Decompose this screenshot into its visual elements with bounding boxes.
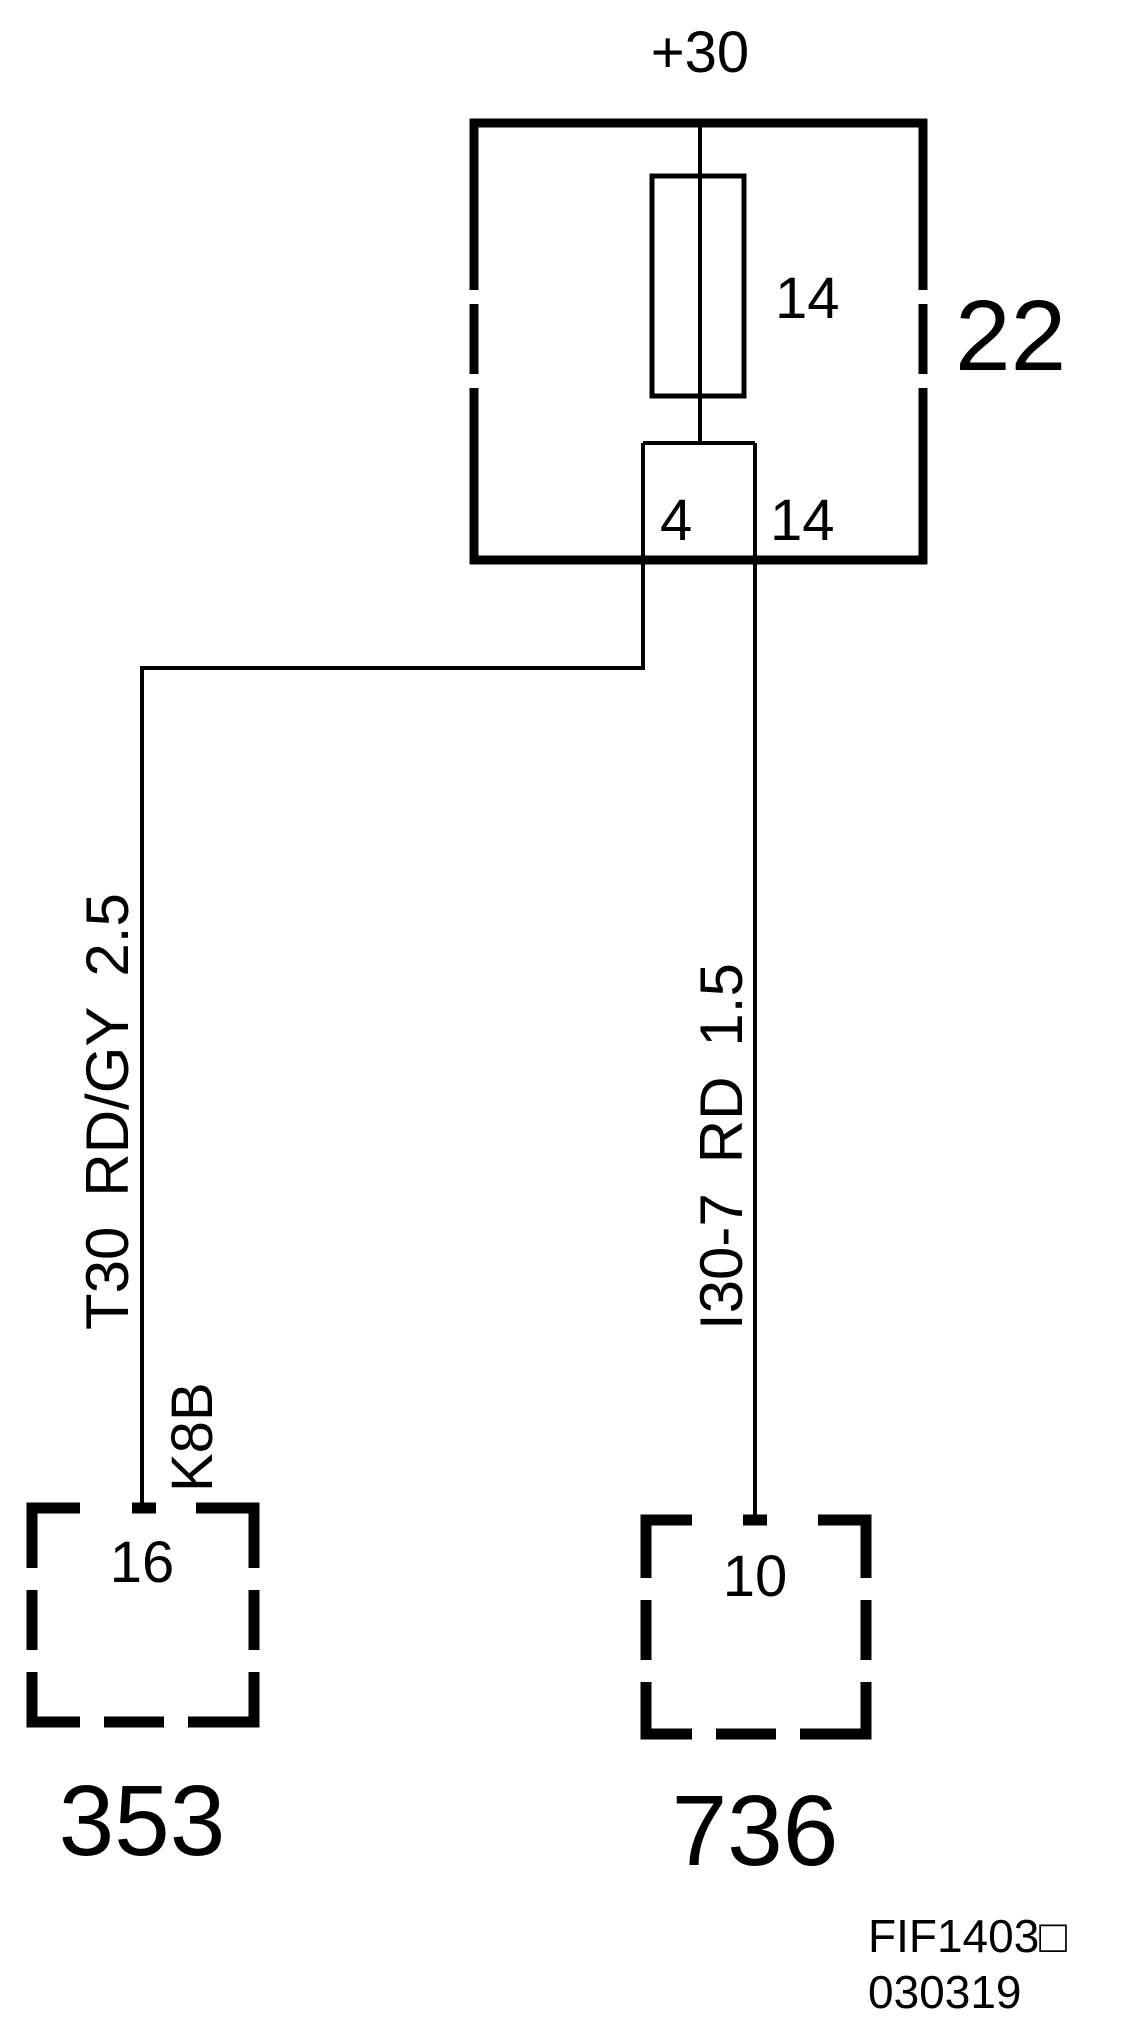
connector-353-plug: K8B (160, 1382, 225, 1492)
wire-i30-7-label: I30-7RD1.5 (688, 963, 755, 1330)
terminal-block (641, 441, 757, 560)
connector-353-id: 353 (59, 1765, 226, 1877)
reference-code: FIF1403□ (868, 1910, 1067, 1962)
connector-736-id: 736 (672, 1775, 839, 1887)
fuse-number: 14 (775, 266, 840, 331)
supply-label: +30 (651, 20, 749, 85)
connector-353-pin: 16 (110, 1530, 175, 1595)
wire-t30-label: T30RD/GY2.5 (74, 893, 141, 1330)
fuse-element (649, 173, 747, 399)
terminal-pin-4: 4 (660, 488, 692, 553)
terminal-pin-14: 14 (770, 488, 835, 553)
connector-353-outline (26, 1502, 260, 1728)
fuse-box-id: 22 (955, 280, 1066, 392)
reference-date: 030319 (868, 1966, 1022, 2018)
connector-736-outline (640, 1514, 872, 1740)
connector-736-pin: 10 (723, 1544, 788, 1609)
wire-t30 (140, 560, 645, 1508)
